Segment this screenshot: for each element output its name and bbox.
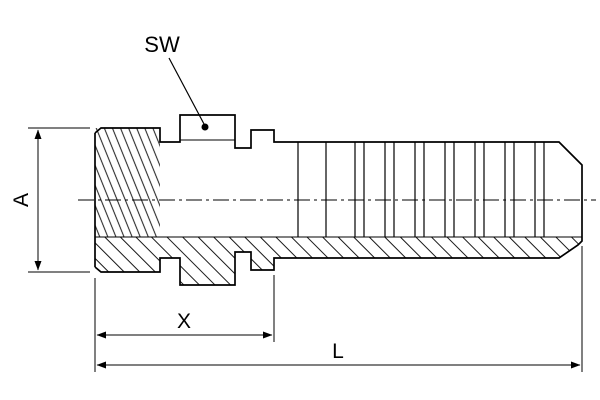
hatch-region-tip [559,237,582,258]
sw-leader-dot [201,123,209,131]
dimension-label-a: A [10,193,33,207]
hatch-region-tail [274,237,559,258]
dimension-a: A [10,127,90,273]
hatch-region-neck [160,237,180,258]
hatch-region-thread [95,237,160,272]
dimension-l: L [96,246,583,372]
dimension-x: X [94,275,275,372]
hatch-region-collar [251,237,274,270]
fitting-top-profile [94,114,583,237]
hatch-region-groove [235,237,251,252]
thread-section-texture [95,128,160,237]
sw-callout: SW [144,32,209,131]
fitting-bottom-profile [94,237,583,286]
dimension-label-l: L [332,340,344,363]
hatch-region-hex [180,237,235,285]
dimension-label-x: X [177,310,191,333]
section-hatching [95,237,582,285]
sw-label: SW [144,32,180,57]
sw-leader-line [168,57,205,125]
hose-barb-ribs [297,142,545,237]
